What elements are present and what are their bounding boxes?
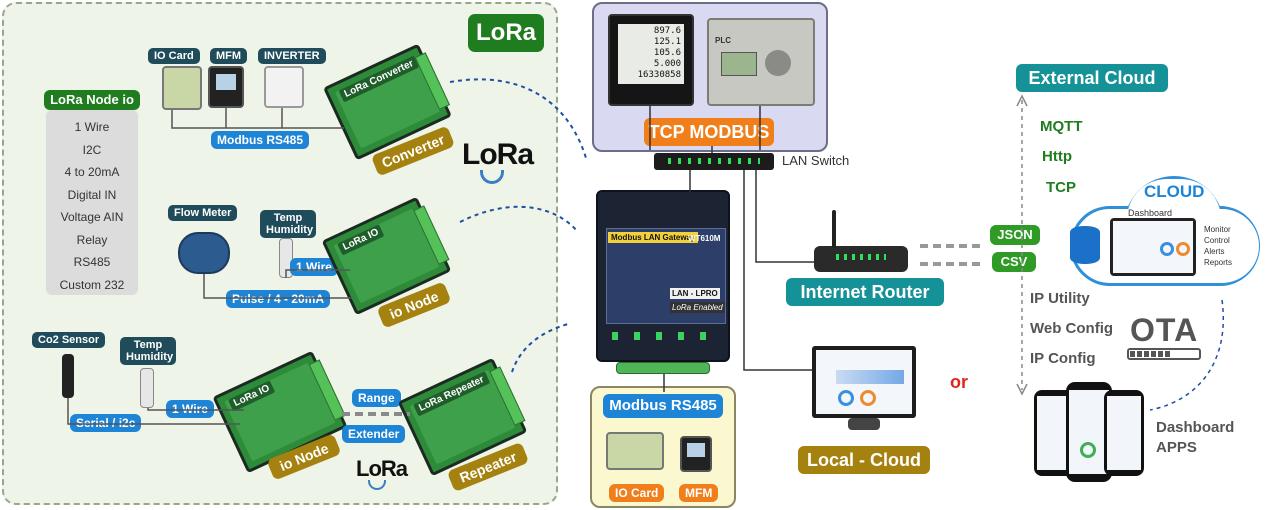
ip-utility-label: IP Utility [1030, 290, 1090, 307]
gateway-badge-1: LAN - LPRO [670, 288, 720, 299]
flow-meter-label: Flow Meter [168, 205, 238, 221]
node-io-item: 1 Wire [74, 120, 110, 134]
router-antenna [832, 210, 836, 248]
ota-progress-bar [1127, 348, 1201, 360]
co2-sensor-label: Co2 Sensor [32, 332, 106, 348]
rs485-io-card-device [606, 432, 664, 470]
temp-humidity-label-1: Temp Humidity [260, 210, 316, 238]
gateway-model: WT610M [688, 234, 721, 243]
cloud-label: CLOUD [1144, 182, 1205, 201]
node-io-item: Digital IN [67, 187, 117, 202]
node-io-item: RS485 [73, 255, 111, 269]
io-card-label: IO Card [148, 48, 200, 64]
rs485-panel-title: Modbus RS485 [603, 394, 723, 418]
cloud-feature: Reports [1204, 258, 1233, 267]
modbus-lan-gateway: Modbus LAN Gateway WT610M LAN - LPRO LoR… [596, 190, 730, 362]
lan-switch-device [654, 153, 774, 170]
meter-reading: 16330858 [637, 70, 681, 80]
lan-switch-label: LAN Switch [782, 153, 850, 168]
gateway-badge-2: LoRa Enabled [670, 302, 725, 313]
mfm-device [208, 66, 244, 108]
dashboard-apps-label: Dashboard APPS [1156, 419, 1235, 456]
node-io-item: I2C [82, 142, 102, 157]
meter-reading: 105.6 [653, 48, 681, 58]
rs485-io-card-label: IO Card [609, 484, 665, 502]
dashboard-label: Dashboard [1128, 208, 1173, 218]
meter-reading: 125.1 [653, 37, 681, 47]
phone-3 [1104, 390, 1144, 476]
cloud-features: Monitor Control Alerts Reports [1204, 224, 1232, 268]
node-io-title: LoRa Node io [44, 90, 140, 110]
or-label: or [950, 372, 968, 392]
local-monitor [812, 346, 916, 418]
gateway-title: Modbus LAN Gateway [608, 232, 699, 243]
node-io-item: Custom 232 [59, 277, 125, 292]
database-icon [1070, 226, 1100, 264]
lora-panel-title: LoRa [468, 14, 544, 52]
mfm-label: MFM [210, 48, 248, 64]
meter-reading: 5.000 [653, 59, 681, 69]
router-device [814, 246, 908, 272]
lora-logo-2: LoRa [356, 456, 408, 481]
rs485-mfm-label: MFM [679, 484, 719, 502]
extender-label: Extender [342, 425, 406, 443]
node-io-item: 4 to 20mA [64, 165, 120, 179]
http-label: Http [1042, 148, 1072, 165]
power-meter-device: 897.6 125.1 105.6 5.000 16330858 [608, 14, 694, 106]
meter-reading: 897.6 [653, 26, 681, 36]
web-config-label: Web Config [1030, 320, 1114, 337]
tcp-label: TCP [1046, 179, 1076, 196]
tcp-modbus-label: TCP MODBUS [644, 118, 774, 146]
dashboard-screen [1110, 218, 1196, 276]
mqtt-label: MQTT [1040, 118, 1083, 135]
cloud-feature: Monitor [1204, 225, 1231, 234]
gateway-terminals [616, 362, 710, 374]
node-io-item: Voltage AIN [60, 210, 124, 224]
ip-config-label: IP Config [1030, 350, 1096, 367]
ota-progress-fill [1130, 351, 1171, 357]
internet-router-label: Internet Router [786, 278, 944, 306]
lora-wave-icon [480, 170, 504, 184]
csv-label: CSV [992, 252, 1036, 272]
co2-probe [62, 354, 74, 398]
lora-wave-icon-2 [368, 480, 386, 490]
local-monitor-stand [848, 418, 880, 430]
inverter-label: INVERTER [258, 48, 326, 64]
cloud-feature: Control [1204, 236, 1230, 245]
plc-device: PLC [707, 18, 815, 106]
json-label: JSON [990, 225, 1040, 245]
ota-label: OTA [1130, 312, 1199, 348]
rs485-mfm-device [680, 436, 712, 472]
lora-logo: LoRa [462, 138, 534, 171]
flow-meter-device [178, 232, 230, 274]
temp-humidity-label-2: Temp Humidity [120, 337, 176, 365]
serial-i2c-label: Serial / i2c [70, 414, 142, 432]
external-cloud-label: External Cloud [1016, 64, 1168, 92]
io-card-device [162, 66, 202, 110]
inverter-device [264, 66, 304, 108]
one-wire-label-2: 1 Wire [166, 400, 214, 418]
pulse-label: Pulse / 4 - 20mA [226, 290, 331, 308]
modbus-rs485-label-left: Modbus RS485 [211, 131, 310, 149]
temp-probe-2 [140, 368, 154, 408]
cloud-feature: Alerts [1204, 247, 1225, 256]
plc-label: PLC [715, 36, 731, 45]
node-io-list: 1 Wire I2C 4 to 20mA Digital IN Voltage … [46, 110, 138, 295]
local-cloud-label: Local - Cloud [798, 446, 930, 474]
range-label: Range [352, 389, 401, 407]
node-io-item: Relay [76, 232, 108, 247]
